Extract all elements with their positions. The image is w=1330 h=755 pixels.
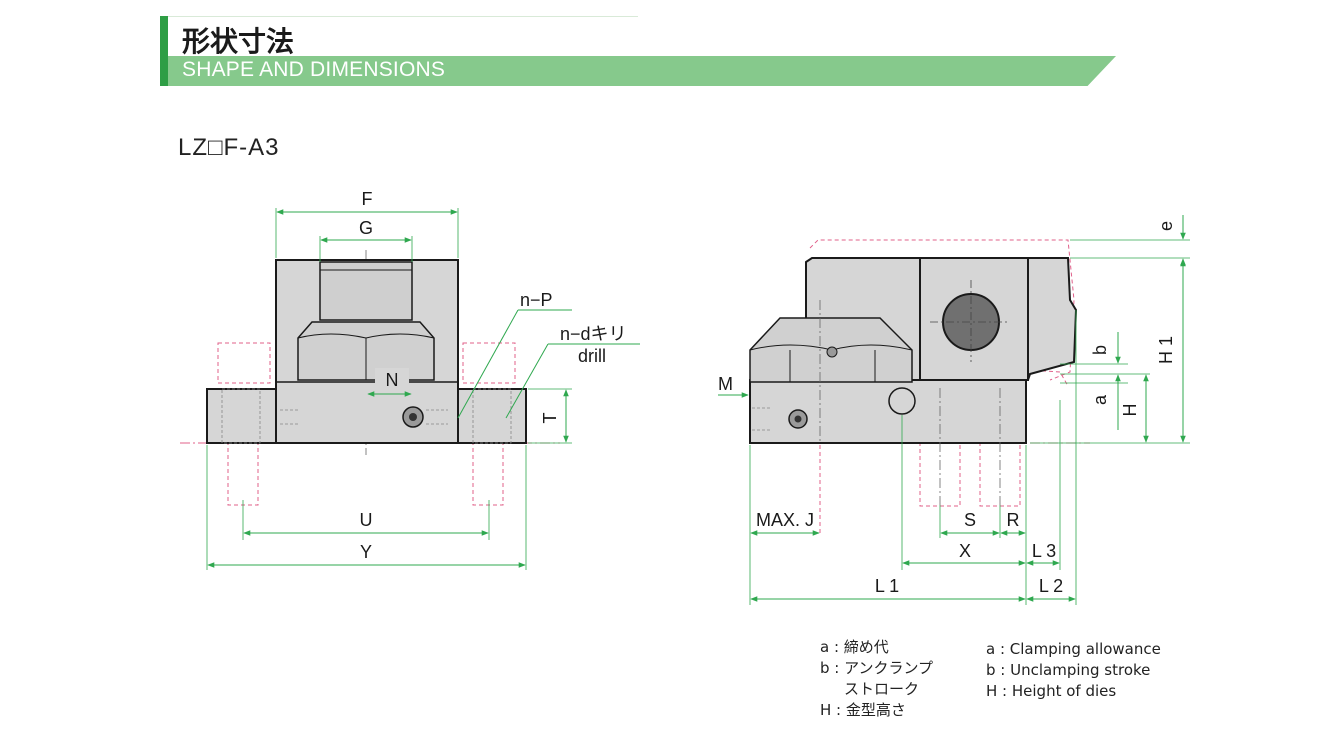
bolt-shank-hidden-right [472, 442, 504, 506]
model-label: LZ□F-A3 [178, 134, 280, 161]
dim-label-H1: H 1 [1156, 336, 1176, 364]
dim-label-Y: Y [360, 542, 372, 562]
legend-jp: a : 締め代 b : アンクランプ ストローク H : 金型高さ [820, 637, 933, 721]
dim-label-T: T [540, 413, 560, 424]
dim-label-U: U [360, 510, 373, 530]
legend-en-b: b : Unclamping stroke [986, 661, 1151, 679]
header-rule [168, 16, 638, 17]
dim-label-e: e [1156, 221, 1176, 231]
bolt-head-hidden-right [462, 342, 516, 384]
dim-label-N: N [386, 370, 399, 390]
legend-jp-b: b : アンクランプ [820, 659, 934, 677]
dim-label-max-J: MAX. J [756, 510, 814, 530]
dim-label-S: S [964, 510, 976, 530]
dim-label-L1: L 1 [875, 576, 899, 596]
dim-label-L2: L 2 [1039, 576, 1063, 596]
dim-label-F: F [362, 189, 373, 209]
dim-label-G: G [359, 218, 373, 238]
bolt-head-hidden-left [217, 342, 271, 384]
front-view: F G N T n−P n−dキリ drill U Y [180, 189, 640, 570]
legend-en-a: a : Clamping allowance [986, 640, 1161, 658]
dim-label-a: a [1090, 394, 1110, 405]
header-accent-bar [160, 16, 168, 86]
label-n-d-drill: drill [578, 346, 606, 366]
dim-label-X: X [959, 541, 971, 561]
dim-label-M: M [718, 374, 733, 394]
side-base-block [749, 379, 1027, 444]
label-n-d-jp: n−dキリ [560, 324, 627, 344]
page-title-jp: 形状寸法 [182, 25, 295, 58]
dim-label-L3: L 3 [1032, 541, 1056, 561]
dim-label-H: H [1120, 404, 1140, 417]
section-header: 形状寸法 SHAPE AND DIMENSIONS [160, 16, 1120, 88]
legend-jp-h: H : 金型高さ [820, 701, 906, 719]
page-title-en: SHAPE AND DIMENSIONS [182, 58, 446, 81]
legend-en: a : Clamping allowance b : Unclamping st… [986, 639, 1161, 702]
side-pin-icon [888, 387, 916, 415]
legend-jp-a: a : 締め代 [820, 638, 889, 656]
bolt-shank-hidden-left [227, 442, 259, 506]
dim-label-b: b [1090, 345, 1110, 355]
side-view: e H 1 b a H M MAX. J S R X [718, 215, 1190, 605]
open-position-outline [809, 239, 1075, 381]
label-n-P: n−P [520, 290, 553, 310]
legend-en-h: H : Height of dies [986, 682, 1117, 700]
front-clamp-head [319, 261, 413, 321]
legend-jp-b2: ストローク [844, 680, 920, 698]
header-band [168, 56, 1116, 86]
dim-label-R: R [1007, 510, 1020, 530]
